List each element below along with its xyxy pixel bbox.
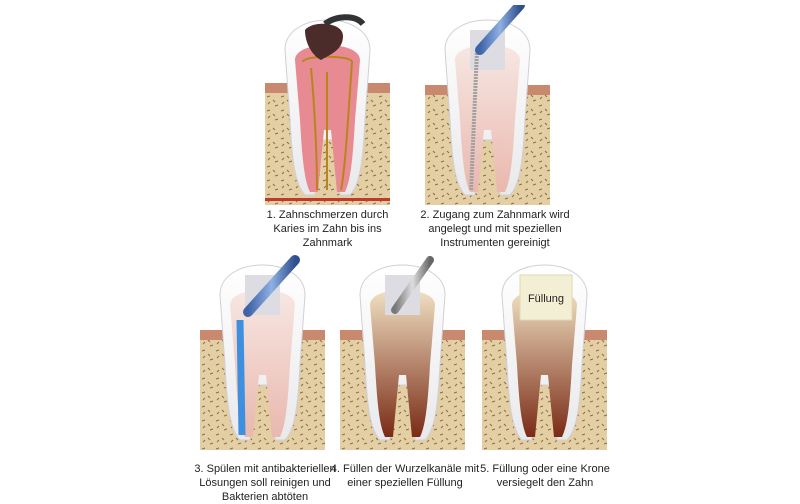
irrigation-solution (236, 319, 246, 436)
filling-instrument (391, 256, 434, 314)
caries-surface (323, 14, 366, 27)
step-3-illustration (200, 250, 325, 450)
filling (519, 274, 573, 321)
step-2-illustration (425, 5, 550, 205)
filling-label: Füllung (528, 293, 564, 305)
step-1-caption: 1. Zahnschmerzen durch Karies im Zahn bi… (266, 209, 389, 249)
step-5-caption: 5. Füllung oder eine Krone versiegelt de… (480, 463, 610, 489)
file-instrument (469, 49, 479, 191)
step-1-illustration (265, 10, 390, 205)
blood-vessel (265, 198, 390, 201)
nerves (302, 55, 354, 191)
caries (305, 23, 343, 60)
pulp (230, 290, 295, 437)
step-2-caption: 2. Zugang zum Zahnmark wird angelegt und… (420, 209, 570, 249)
step-5-illustration: Füllung (482, 250, 607, 450)
step-4-caption: 4. Füllen der Wurzelkanäle mit einer spe… (330, 463, 480, 489)
filled-canals (512, 290, 577, 437)
syringe (243, 255, 300, 317)
step-4-illustration (340, 250, 465, 450)
step-3-caption: 3. Spülen mit antibakteriellen Lösungen … (194, 463, 336, 503)
filled-canals (370, 290, 435, 437)
instrument-handle (475, 5, 525, 55)
